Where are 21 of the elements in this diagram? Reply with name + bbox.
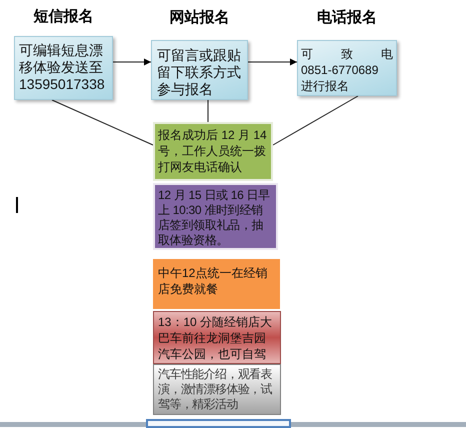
step-text: 12 月 15 日或 16 日早上 10:30 准时到经销店签到领取礼品，抽取体验资格。 bbox=[158, 188, 271, 248]
step-text: 中午12点统一在经销店免费就餐 bbox=[158, 265, 268, 297]
step-text: 报名成功后 12 月 14 号，工作人员统一拨打网友电话确认 bbox=[158, 127, 268, 175]
step-text: 可留言或跟贴留下联系方式参与报名 bbox=[157, 47, 242, 98]
connector-line bbox=[52, 100, 154, 146]
step-text: 可致电0851-6770689 进行报名 bbox=[301, 46, 393, 94]
section-heading: 网站报名 bbox=[170, 9, 230, 27]
section-heading: 短信报名 bbox=[34, 8, 94, 26]
step-text: 13：10 分随经销店大巴车前往龙洞堡吉园汽车公园，也可自驾 bbox=[158, 314, 274, 362]
connector-line bbox=[272, 96, 358, 146]
section-heading: 电话报名 bbox=[317, 9, 377, 27]
step-text: 可编辑短息漂移体验发送至13595017338 bbox=[19, 42, 106, 93]
empty-box bbox=[146, 419, 291, 428]
step-box bbox=[153, 259, 280, 309]
step-text: 汽车性能介绍，观看表演，激情漂移体验，试驾等，精彩活动 bbox=[158, 367, 274, 412]
step-box bbox=[153, 364, 281, 415]
step-box bbox=[153, 183, 278, 250]
arrow bbox=[248, 58, 298, 66]
step-box bbox=[153, 122, 273, 181]
step-box bbox=[153, 311, 281, 364]
arrow bbox=[112, 58, 152, 66]
